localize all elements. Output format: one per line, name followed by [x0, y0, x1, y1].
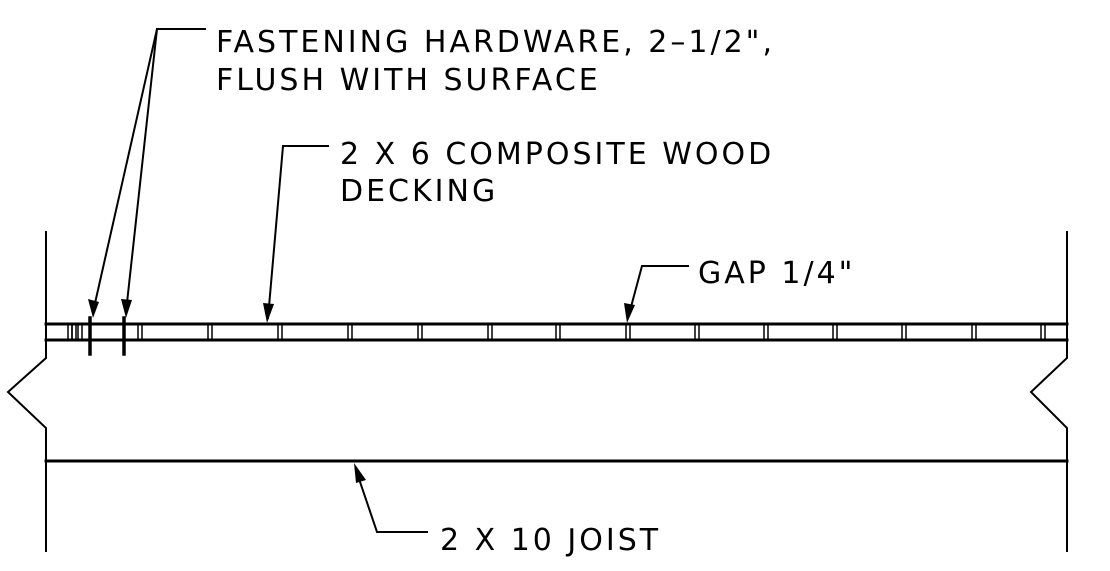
arrowhead [121, 299, 132, 318]
arrowhead [263, 303, 274, 323]
right-break-line [1029, 231, 1068, 552]
fastening-leader [88, 27, 206, 318]
decking-board-joints [67, 323, 1046, 341]
decking-leader [263, 145, 329, 323]
decking-boards [44, 322, 1069, 342]
decking-label-line1: 2 X 6 COMPOSITE WOOD [340, 137, 774, 172]
joist-label: 2 X 10 JOIST [440, 523, 661, 558]
left-break-line [6, 231, 47, 552]
arrowhead [354, 463, 366, 483]
arrowhead [624, 303, 635, 323]
fastening-label-line2: FLUSH WITH SURFACE [216, 63, 601, 98]
gap-leader [624, 265, 689, 323]
arrowhead [88, 299, 99, 318]
fasteners [88, 316, 126, 356]
gap-label: GAP 1/4" [698, 256, 855, 291]
fastening-label-line1: FASTENING HARDWARE, 2–1/2", [216, 25, 775, 60]
joist-leader [354, 463, 428, 533]
decking-label-line2: DECKING [340, 174, 498, 209]
